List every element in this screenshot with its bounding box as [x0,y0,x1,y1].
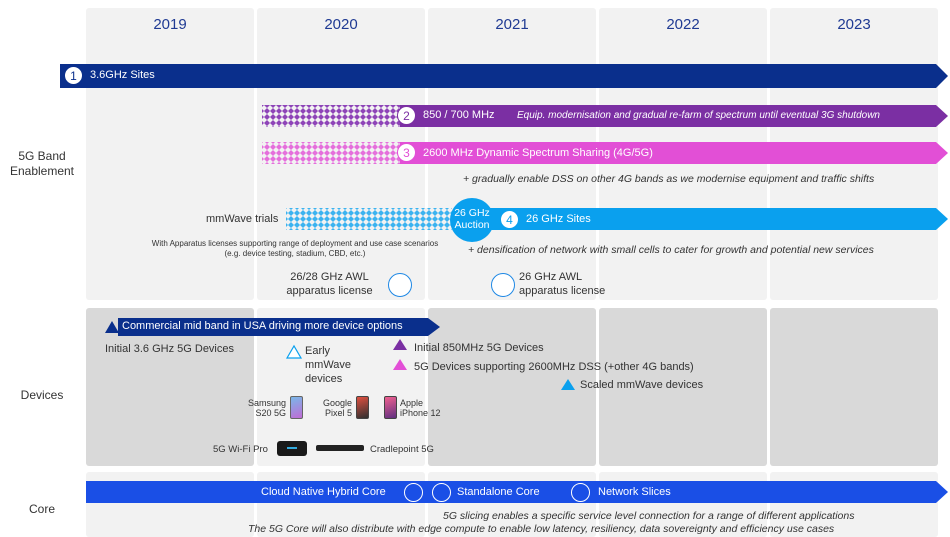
device-wifi-pro [277,441,307,456]
note-densification: + densification of network with small ce… [468,244,874,256]
label-initial-36-devices: Initial 3.6 GHz 5G Devices [105,343,234,355]
standalone-core-circle [432,483,451,502]
note-core-slicing: 5G slicing enables a specific service le… [443,510,855,522]
label-initial-850-devices: Initial 850MHz 5G Devices [414,342,544,354]
label-wifi-pro: 5G Wi-Fi Pro [213,444,268,455]
row-label-devices: Devices [20,388,64,402]
label-apple: Apple iPhone 12 [400,398,441,418]
core-arrow [86,481,948,503]
label-26ghz-sites: 26 GHz Sites [526,213,591,225]
hybrid-core-circle [404,483,423,502]
phone-samsung [290,396,303,419]
label-network-slices: Network Slices [598,486,671,498]
hatch-mmwave [286,208,452,230]
year-2022: 2022 [666,16,700,33]
label-early-mmwave: Early mmWave devices [305,345,352,385]
year-2023: 2023 [837,16,871,33]
phone-apple [384,396,397,419]
label-hybrid-core: Cloud Native Hybrid Core [261,486,386,498]
arrow-usa-midband [118,318,440,336]
label-3.6ghz-sites: 3.6GHz Sites [90,69,155,81]
label-auction: 26 GHz Auction [454,207,490,231]
triangle-850 [393,339,407,350]
triangle-initial-36 [105,321,119,333]
label-cradlepoint: Cradlepoint 5G [370,444,434,455]
note-core-edge: The 5G Core will also distribute with ed… [248,523,835,535]
row-label-band: 5G Band Enablement [9,149,75,178]
label-850-700: 850 / 700 MHz [423,109,495,121]
label-samsung: Samsung S20 5G [247,398,286,418]
device-cradlepoint [316,445,364,451]
note-dss: + gradually enable DSS on other 4G bands… [463,173,875,185]
auction-circle [450,198,494,242]
badge-1: 1 [64,66,83,85]
network-slices-circle [571,483,590,502]
label-2600-dss-devices: 5G Devices supporting 2600MHz DSS (+othe… [414,361,694,373]
awl-2628-circle [388,273,412,297]
devices-graphics [105,318,575,390]
label-awl-26: 26 GHz AWL apparatus license [519,271,606,297]
hatch-2600 [262,142,402,164]
badge-2: 2 [397,106,416,125]
label-scaled-mmwave: Scaled mmWave devices [580,379,704,391]
arrow-850 [400,105,948,127]
label-usa-midband: Commercial mid band in USA driving more … [122,320,403,332]
note-apparatus: With Apparatus licenses supporting range… [151,239,439,258]
badge-4: 4 [500,210,519,229]
row-label-core: Core [28,502,55,516]
band-col-2019 [86,8,254,300]
awl-26-circle [491,273,515,297]
label-2600-dss: 2600 MHz Dynamic Spectrum Sharing (4G/5G… [423,147,653,159]
devices-col-2023 [770,308,938,466]
arrow-3.6ghz [60,64,948,88]
label-awl-2628: 26/28 GHz AWL apparatus license [286,271,373,297]
label-google: Google Pixel 5 [322,398,352,418]
year-2020: 2020 [324,16,358,33]
triangle-early-mmwave [285,344,303,359]
arrow-26ghz [470,208,948,230]
phone-google [356,396,369,419]
triangle-2600 [393,359,407,370]
year-2019: 2019 [153,16,187,33]
label-standalone-core: Standalone Core [457,486,540,498]
year-2021: 2021 [495,16,529,33]
arrow-2600 [400,142,948,164]
devices-col-2022 [599,308,767,466]
note-850-refarm: Equip. modernisation and gradual re-farm… [517,110,880,121]
label-mmwave-trials: mmWave trials [206,213,279,225]
badge-3: 3 [397,143,416,162]
band-arrows [60,64,948,242]
triangle-scaled-mmwave [561,379,575,390]
hatch-850 [262,105,402,127]
